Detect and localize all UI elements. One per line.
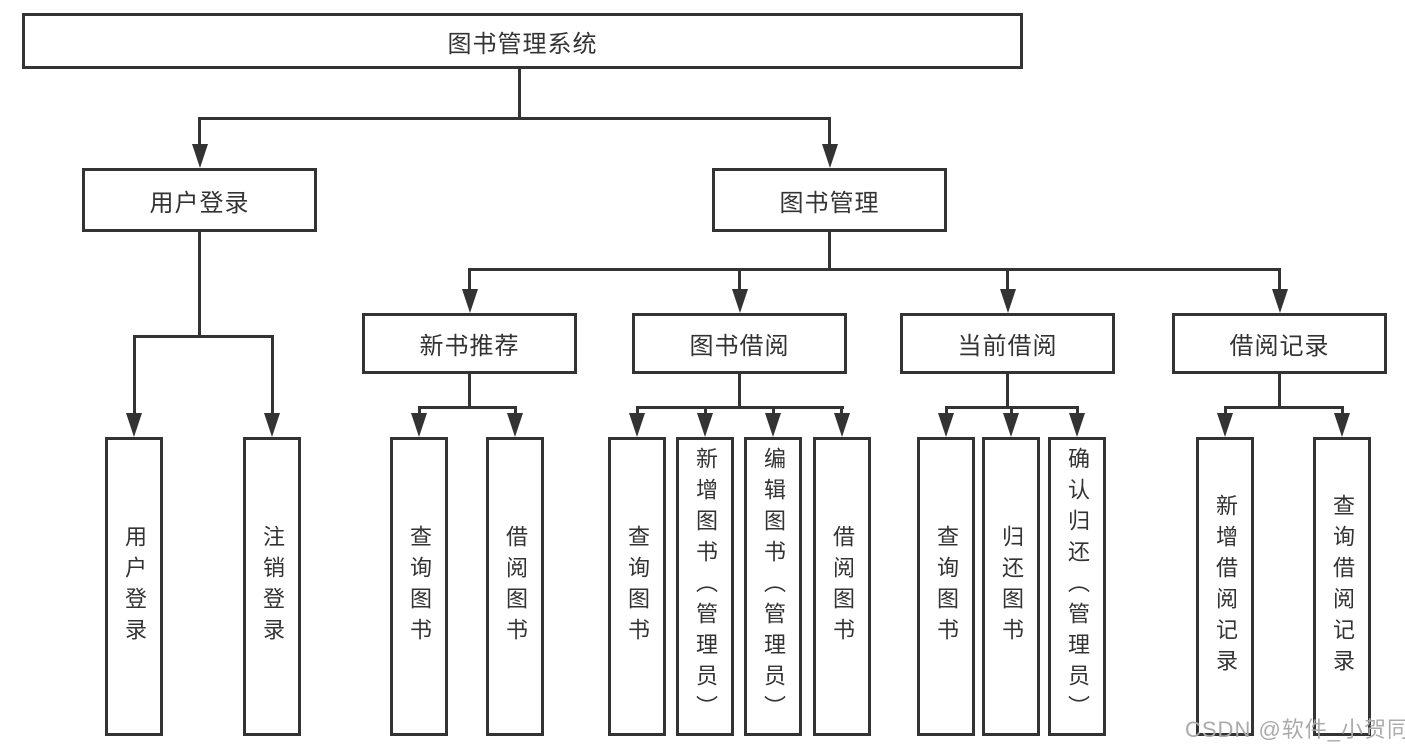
connector-line <box>468 268 1281 271</box>
arrow-down-icon <box>765 413 781 437</box>
connector-line <box>468 268 471 293</box>
leaf-add-borrow-record-label: 新增借阅记录 <box>1213 493 1238 680</box>
leaf-query-borrow-record: 查询借阅记录 <box>1313 437 1371 736</box>
connector-line <box>1341 406 1344 416</box>
arrow-down-icon <box>507 413 523 437</box>
connector-line <box>133 335 274 338</box>
arrow-down-icon <box>1272 289 1288 313</box>
leaf-add-book-admin: 新增图书（管理员） <box>676 437 734 736</box>
connector-line <box>1006 268 1009 293</box>
leaf-borrow-book-1-label: 借阅图书 <box>503 524 528 649</box>
node-book-management: 图书管理 <box>712 168 947 232</box>
connector-line <box>271 335 274 417</box>
node-root: 图书管理系统 <box>22 13 1023 69</box>
connector-line <box>636 406 844 409</box>
leaf-return-book-label: 归还图书 <box>999 524 1024 649</box>
connector-line <box>828 232 831 270</box>
leaf-confirm-return-admin-label: 确认归还（管理员） <box>1065 447 1090 726</box>
leaf-logout-label: 注销登录 <box>260 524 285 649</box>
connector-line <box>840 406 843 416</box>
connector-line <box>828 117 831 149</box>
connector-line <box>772 406 775 416</box>
connector-line <box>198 232 201 337</box>
node-user-login: 用户登录 <box>82 168 317 232</box>
arrow-down-icon <box>192 144 208 168</box>
leaf-query-book-3: 查询图书 <box>917 437 975 736</box>
connector-line <box>133 335 136 417</box>
connector-line <box>704 406 707 416</box>
leaf-add-borrow-record: 新增借阅记录 <box>1196 437 1254 736</box>
connector-line <box>1278 268 1281 293</box>
leaf-query-borrow-record-label: 查询借阅记录 <box>1330 493 1355 680</box>
connector-line <box>1224 406 1227 416</box>
connector-line <box>518 69 521 119</box>
node-new-book-recommend: 新书推荐 <box>362 313 577 374</box>
connector-line <box>198 117 201 149</box>
leaf-borrow-book-2: 借阅图书 <box>813 437 871 736</box>
arrow-down-icon <box>938 413 954 437</box>
arrow-down-icon <box>822 144 838 168</box>
leaf-user-login-label: 用户登录 <box>122 524 147 649</box>
arrow-down-icon <box>834 413 850 437</box>
leaf-edit-book-admin: 编辑图书（管理员） <box>744 437 802 736</box>
arrow-down-icon <box>411 413 427 437</box>
leaf-edit-book-admin-label: 编辑图书（管理员） <box>761 447 786 726</box>
connector-line <box>738 374 741 408</box>
arrow-down-icon <box>1000 289 1016 313</box>
watermark-text: CSDN @软件_小贺同学 <box>1185 717 1405 742</box>
connector-line <box>418 406 517 409</box>
leaf-query-book-2-label: 查询图书 <box>625 524 650 649</box>
connector-line <box>418 406 421 416</box>
connector-line <box>636 406 639 416</box>
leaf-return-book: 归还图书 <box>982 437 1040 736</box>
node-current-borrow: 当前借阅 <box>900 313 1115 374</box>
connector-line <box>1224 406 1344 409</box>
arrow-down-icon <box>1217 413 1233 437</box>
leaf-borrow-book-2-label: 借阅图书 <box>830 524 855 649</box>
connector-line <box>1010 406 1013 416</box>
node-book-borrow: 图书借阅 <box>632 313 847 374</box>
arrow-down-icon <box>1069 413 1085 437</box>
arrow-down-icon <box>462 289 478 313</box>
connector-line <box>198 117 831 120</box>
connector-line <box>1006 374 1009 408</box>
leaf-logout: 注销登录 <box>243 437 301 736</box>
connector-line <box>1278 374 1281 408</box>
leaf-confirm-return-admin: 确认归还（管理员） <box>1048 437 1106 736</box>
arrow-down-icon <box>264 413 280 437</box>
arrow-down-icon <box>1003 413 1019 437</box>
node-borrow-records: 借阅记录 <box>1172 313 1387 374</box>
connector-line <box>945 406 948 416</box>
leaf-query-book-2: 查询图书 <box>608 437 666 736</box>
connector-line <box>1076 406 1079 416</box>
leaf-query-book-1: 查询图书 <box>390 437 448 736</box>
arrow-down-icon <box>126 413 142 437</box>
leaf-query-book-1-label: 查询图书 <box>407 524 432 649</box>
arrow-down-icon <box>1334 413 1350 437</box>
connector-line <box>468 374 471 408</box>
arrow-down-icon <box>732 289 748 313</box>
leaf-user-login: 用户登录 <box>105 437 163 736</box>
leaf-add-book-admin-label: 新增图书（管理员） <box>693 447 718 726</box>
arrow-down-icon <box>629 413 645 437</box>
connector-line <box>514 406 517 416</box>
leaf-borrow-book-1: 借阅图书 <box>486 437 544 736</box>
leaf-query-book-3-label: 查询图书 <box>934 524 959 649</box>
arrow-down-icon <box>697 413 713 437</box>
connector-line <box>738 268 741 293</box>
